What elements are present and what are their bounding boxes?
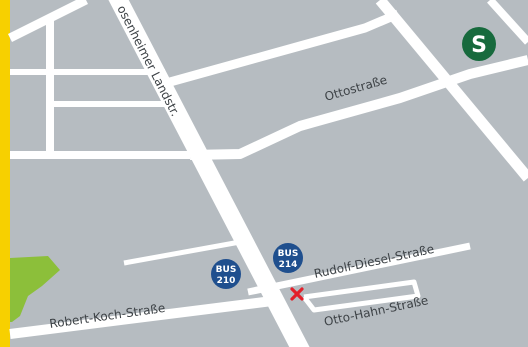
destination-cross-icon [290, 287, 304, 301]
s-bahn-letter: S [471, 33, 487, 58]
road-rosenheimer-landstr [108, 0, 310, 347]
bus-stop-icon: BUS 210 [211, 259, 241, 289]
bus-210-number: 210 [217, 276, 236, 286]
road-ottostrasse [189, 55, 528, 160]
road-small-west [123, 239, 241, 266]
park-area [10, 256, 60, 322]
bus-stop-icon: BUS 214 [273, 243, 303, 273]
road-robert-koch [9, 295, 281, 339]
s-bahn-icon: S [462, 27, 496, 61]
road-top-right [375, 0, 528, 182]
road-far-right [487, 0, 528, 45]
road-upper [168, 9, 400, 87]
road-network [7, 0, 528, 347]
road-otto-hahn-loop [302, 279, 421, 313]
bus-214-number: 214 [279, 260, 298, 270]
bus-214-top: BUS [278, 249, 299, 259]
bus-210-top: BUS [216, 265, 237, 275]
road-rudolf-diesel [247, 242, 471, 296]
